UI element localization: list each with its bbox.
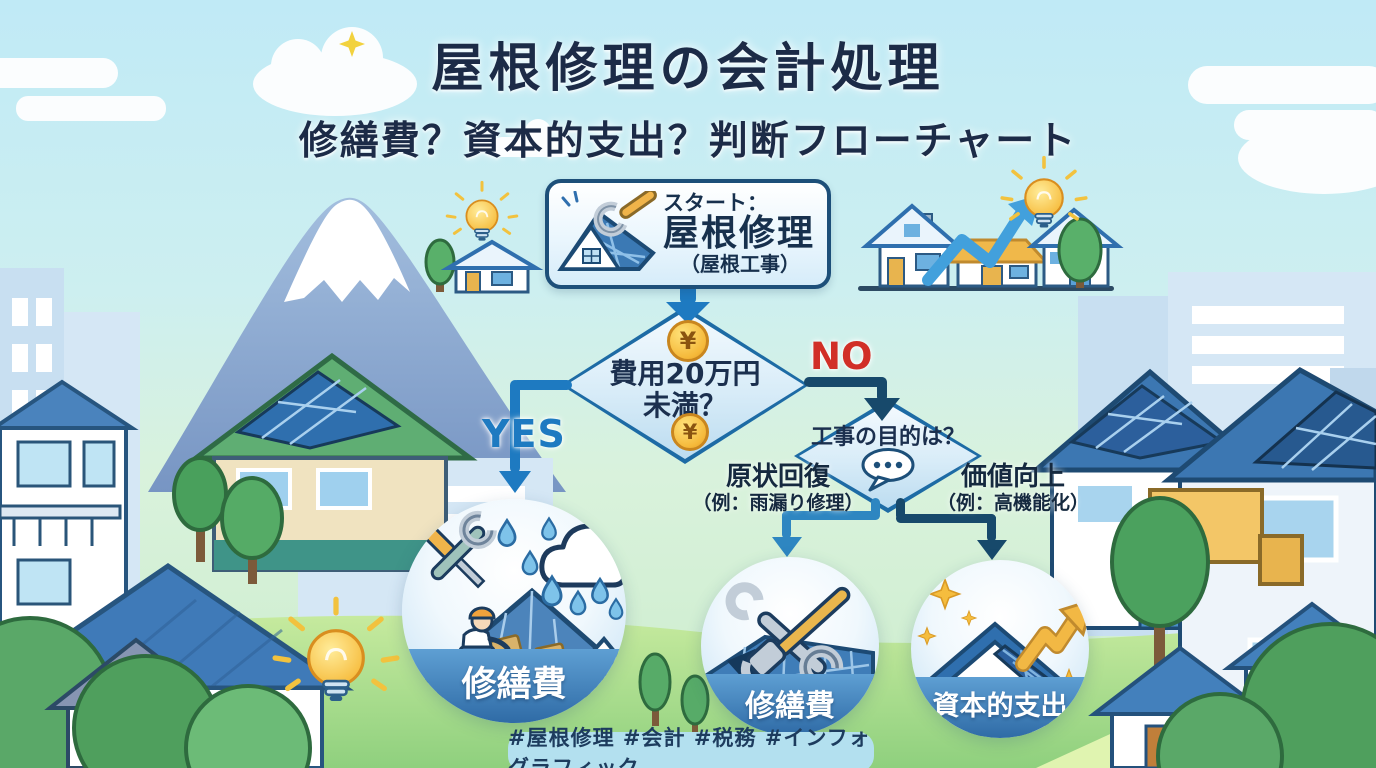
branch-value-up-label: 価値向上 （例：高機能化） bbox=[928, 462, 1098, 515]
hashtag-footer: #屋根修理 #会計 #税務 #インフォグラフィック bbox=[508, 726, 874, 768]
arrow-yes-vertical bbox=[510, 380, 520, 473]
house-near-start bbox=[424, 180, 544, 294]
speech-bubble-icon bbox=[861, 448, 915, 492]
yen-coin-icon: ¥ bbox=[671, 413, 709, 451]
arrow-split-right-stem bbox=[896, 498, 905, 520]
result-label: 修繕費 bbox=[745, 689, 835, 725]
neighborhood-growth-illustration bbox=[858, 155, 1124, 291]
houses-bottom-right bbox=[1088, 601, 1376, 768]
result-repair-expense-restore: 修繕費 bbox=[701, 557, 879, 735]
arrowhead-down-icon bbox=[864, 398, 900, 421]
hammer-icon bbox=[740, 586, 851, 688]
branch-value-up-title: 価値向上 bbox=[960, 462, 1065, 492]
page-subtitle: 修繕費？資本的支出？判断フローチャート bbox=[298, 119, 1078, 164]
page-title: 屋根修理の会計処理 bbox=[431, 39, 945, 99]
arrow-split-left-vertical bbox=[782, 511, 791, 539]
flowchart-start-node: スタート： 屋根修理 （屋根工事） bbox=[545, 179, 831, 289]
yen-coin-icon: ¥ bbox=[667, 320, 709, 362]
decision1-line1: 費用20万円 bbox=[609, 357, 761, 390]
roof-wrench-icon bbox=[557, 191, 657, 271]
arrowhead-down-icon bbox=[666, 302, 710, 324]
tree-right-center bbox=[1110, 496, 1210, 670]
no-branch-label: NO bbox=[810, 335, 873, 378]
decision2-label: 工事の目的は？ bbox=[810, 425, 965, 450]
result-band: 修繕費 bbox=[402, 649, 626, 723]
crossed-tools-icon bbox=[422, 510, 497, 589]
bushes-bottom-left bbox=[0, 616, 710, 768]
decision1-text: 費用20万円 未満？ bbox=[561, 358, 809, 422]
arrow-split-left-horizontal bbox=[782, 511, 880, 520]
tree-icon bbox=[1057, 217, 1103, 288]
arrowhead-down-icon bbox=[977, 540, 1007, 560]
arrow-split-right-horizontal bbox=[896, 514, 996, 523]
clouds bbox=[0, 27, 1376, 194]
arrow-no-horizontal bbox=[804, 377, 886, 387]
start-main-label: 屋根修理 bbox=[663, 213, 816, 255]
hashtag-text: #屋根修理 #会計 #税務 #インフォグラフィック bbox=[508, 726, 871, 768]
start-sub-label: （屋根工事） bbox=[680, 251, 800, 276]
result-label: 修繕費 bbox=[461, 665, 567, 706]
result-label: 資本的支出 bbox=[932, 691, 1068, 723]
branch-restore-label: 原状回復 （例：雨漏り修理） bbox=[688, 462, 868, 515]
branch-restore-example: （例：雨漏り修理） bbox=[692, 491, 864, 514]
result-capital-expenditure: 資本的支出 bbox=[911, 560, 1089, 738]
gold-growth-arrow-icon bbox=[1015, 599, 1089, 672]
arrow-start-to-decision1 bbox=[680, 284, 696, 304]
result-band: 資本的支出 bbox=[911, 677, 1089, 738]
rain-cloud-icon bbox=[497, 517, 626, 620]
arrow-split-right-vertical bbox=[987, 514, 996, 542]
start-prefix: スタート： bbox=[663, 191, 768, 216]
result-repair-expense-yes: 修繕費 bbox=[402, 499, 626, 723]
result-band: 修繕費 bbox=[701, 674, 879, 735]
arrow-yes-horizontal bbox=[512, 380, 572, 390]
start-node-text: スタート： 屋根修理 （屋根工事） bbox=[659, 192, 817, 275]
branch-value-up-example: （例：高機能化） bbox=[936, 491, 1089, 514]
branch-restore-title: 原状回復 bbox=[725, 462, 830, 492]
arrowhead-down-icon bbox=[499, 471, 531, 493]
title-block: 屋根修理の会計処理 修繕費？資本的支出？判断フローチャート bbox=[0, 26, 1376, 166]
yes-branch-label: YES bbox=[482, 412, 566, 456]
arrow-split-left-stem bbox=[871, 498, 880, 518]
arrowhead-down-icon bbox=[772, 537, 802, 557]
arrow-no-vertical bbox=[877, 377, 887, 402]
trees-left bbox=[172, 456, 284, 584]
